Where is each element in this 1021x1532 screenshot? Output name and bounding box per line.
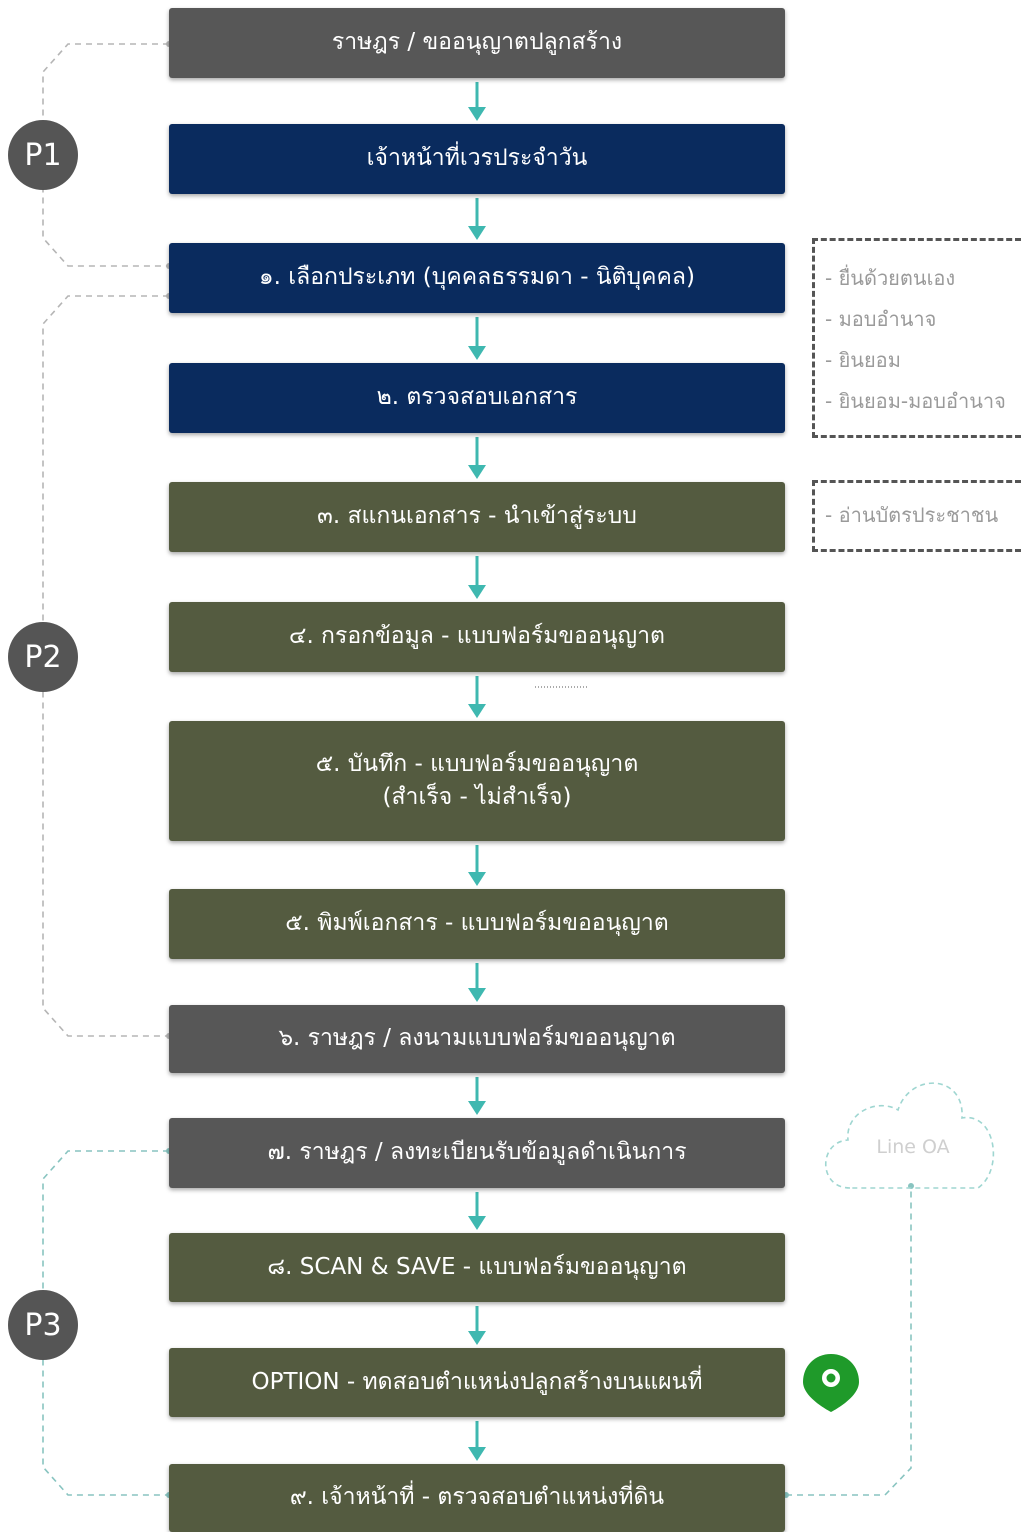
step-request-permit: ราษฎร / ขออนุญาตปลูกสร้าง (169, 8, 785, 78)
option-power-of-attorney: - มอบอำนาจ (825, 307, 937, 331)
step-scan-save: ๘. SCAN & SAVE - แบบฟอร์มขออนุญาต (169, 1233, 785, 1302)
step-text: ๕. บันทึก - แบบฟอร์มขออนุญาต (315, 750, 639, 777)
flow-arrow-head (468, 465, 486, 479)
phase-badge-p1: P1 (8, 120, 78, 190)
step-fill-form: ๔. กรอกข้อมูล - แบบฟอร์มขออนุญาต (169, 602, 785, 672)
step-text: ๖. ราษฎร / ลงนามแบบฟอร์มขออนุญาต (278, 1025, 676, 1052)
flow-arrow-head (468, 988, 486, 1002)
step-check-documents: ๒. ตรวจสอบเอกสาร (169, 363, 785, 433)
step-text: ๑. เลือกประเภท (บุคคลธรรมดา - นิติบุคคล) (259, 264, 695, 291)
phase-badge-p2: P2 (8, 622, 78, 692)
step-scan-documents: ๓. สแกนเอกสาร - นำเข้าสู่ระบบ (169, 482, 785, 552)
step-subtext: (สำเร็จ - ไม่สำเร็จ) (382, 784, 572, 810)
step-text: ๕. พิมพ์เอกสาร - แบบฟอร์มขออนุญาต (285, 910, 669, 937)
step-text: ๗. ราษฎร / ลงทะเบียนรับข้อมูลดำเนินการ (267, 1139, 687, 1166)
flow-arrow-head (468, 1216, 486, 1230)
flow-arrow-head (468, 346, 486, 360)
step-text: ๒. ตรวจสอบเอกสาร (376, 384, 578, 411)
flow-arrow-head (468, 585, 486, 599)
step-text: ๔. กรอกข้อมูล - แบบฟอร์มขออนุญาต (289, 623, 665, 650)
step-duty-officer: เจ้าหน้าที่เวรประจำวัน (169, 124, 785, 194)
step-register: ๗. ราษฎร / ลงทะเบียนรับข้อมูลดำเนินการ (169, 1118, 785, 1188)
option-read-id-card: - อ่านบัตรประชาชน (825, 503, 999, 527)
step-text: ๙. เจ้าหน้าที่ - ตรวจสอบตำแหน่งที่ดิน (289, 1484, 665, 1511)
submission-type-options: - ยื่นด้วยตนเอง - มอบอำนาจ - ยินยอม - ยิ… (812, 238, 1021, 438)
step-officer-check-land: ๙. เจ้าหน้าที่ - ตรวจสอบตำแหน่งที่ดิน (169, 1464, 785, 1532)
flow-arrow-head (468, 107, 486, 121)
step-sign-form: ๖. ราษฎร / ลงนามแบบฟอร์มขออนุญาต (169, 1005, 785, 1073)
phase-badge-p3: P3 (8, 1290, 78, 1360)
line-oa-label: Line OA (876, 1136, 950, 1158)
scan-options: - อ่านบัตรประชาชน (812, 480, 1021, 552)
step-select-type: ๑. เลือกประเภท (บุคคลธรรมดา - นิติบุคคล) (169, 243, 785, 313)
step-text: ๓. สแกนเอกสาร - นำเข้าสู่ระบบ (317, 503, 637, 530)
step-test-map-location: OPTION - ทดสอบตำแหน่งปลูกสร้างบนแผนที่ (169, 1348, 785, 1417)
line-oa-connector (786, 1186, 912, 1496)
cloud-icon (825, 1082, 995, 1189)
flow-arrow-head (468, 872, 486, 886)
step-save-form: ๕. บันทึก - แบบฟอร์มขออนุญาต (สำเร็จ - ไ… (169, 721, 785, 841)
flow-arrow-head (468, 704, 486, 718)
option-self: - ยื่นด้วยตนเอง (825, 266, 956, 290)
option-consent: - ยินยอม (825, 348, 901, 372)
step-text: ราษฎร / ขออนุญาตปลูกสร้าง (331, 29, 623, 56)
flow-arrow-head (468, 1447, 486, 1461)
step-text: เจ้าหน้าที่เวรประจำวัน (366, 145, 588, 172)
flow-arrow-head (468, 226, 486, 240)
map-pin-icon (803, 1354, 859, 1412)
flow-arrow-head (468, 1101, 486, 1115)
step-text: ๘. SCAN & SAVE - แบบฟอร์มขออนุญาต (267, 1253, 687, 1280)
option-consent-attorney: - ยินยอม-มอบอำนาจ (825, 389, 1006, 413)
step-text: OPTION - ทดสอบตำแหน่งปลูกสร้างบนแผนที่ (251, 1368, 703, 1395)
flow-arrow-head (468, 1331, 486, 1345)
step-print-form: ๕. พิมพ์เอกสาร - แบบฟอร์มขออนุญาต (169, 889, 785, 959)
